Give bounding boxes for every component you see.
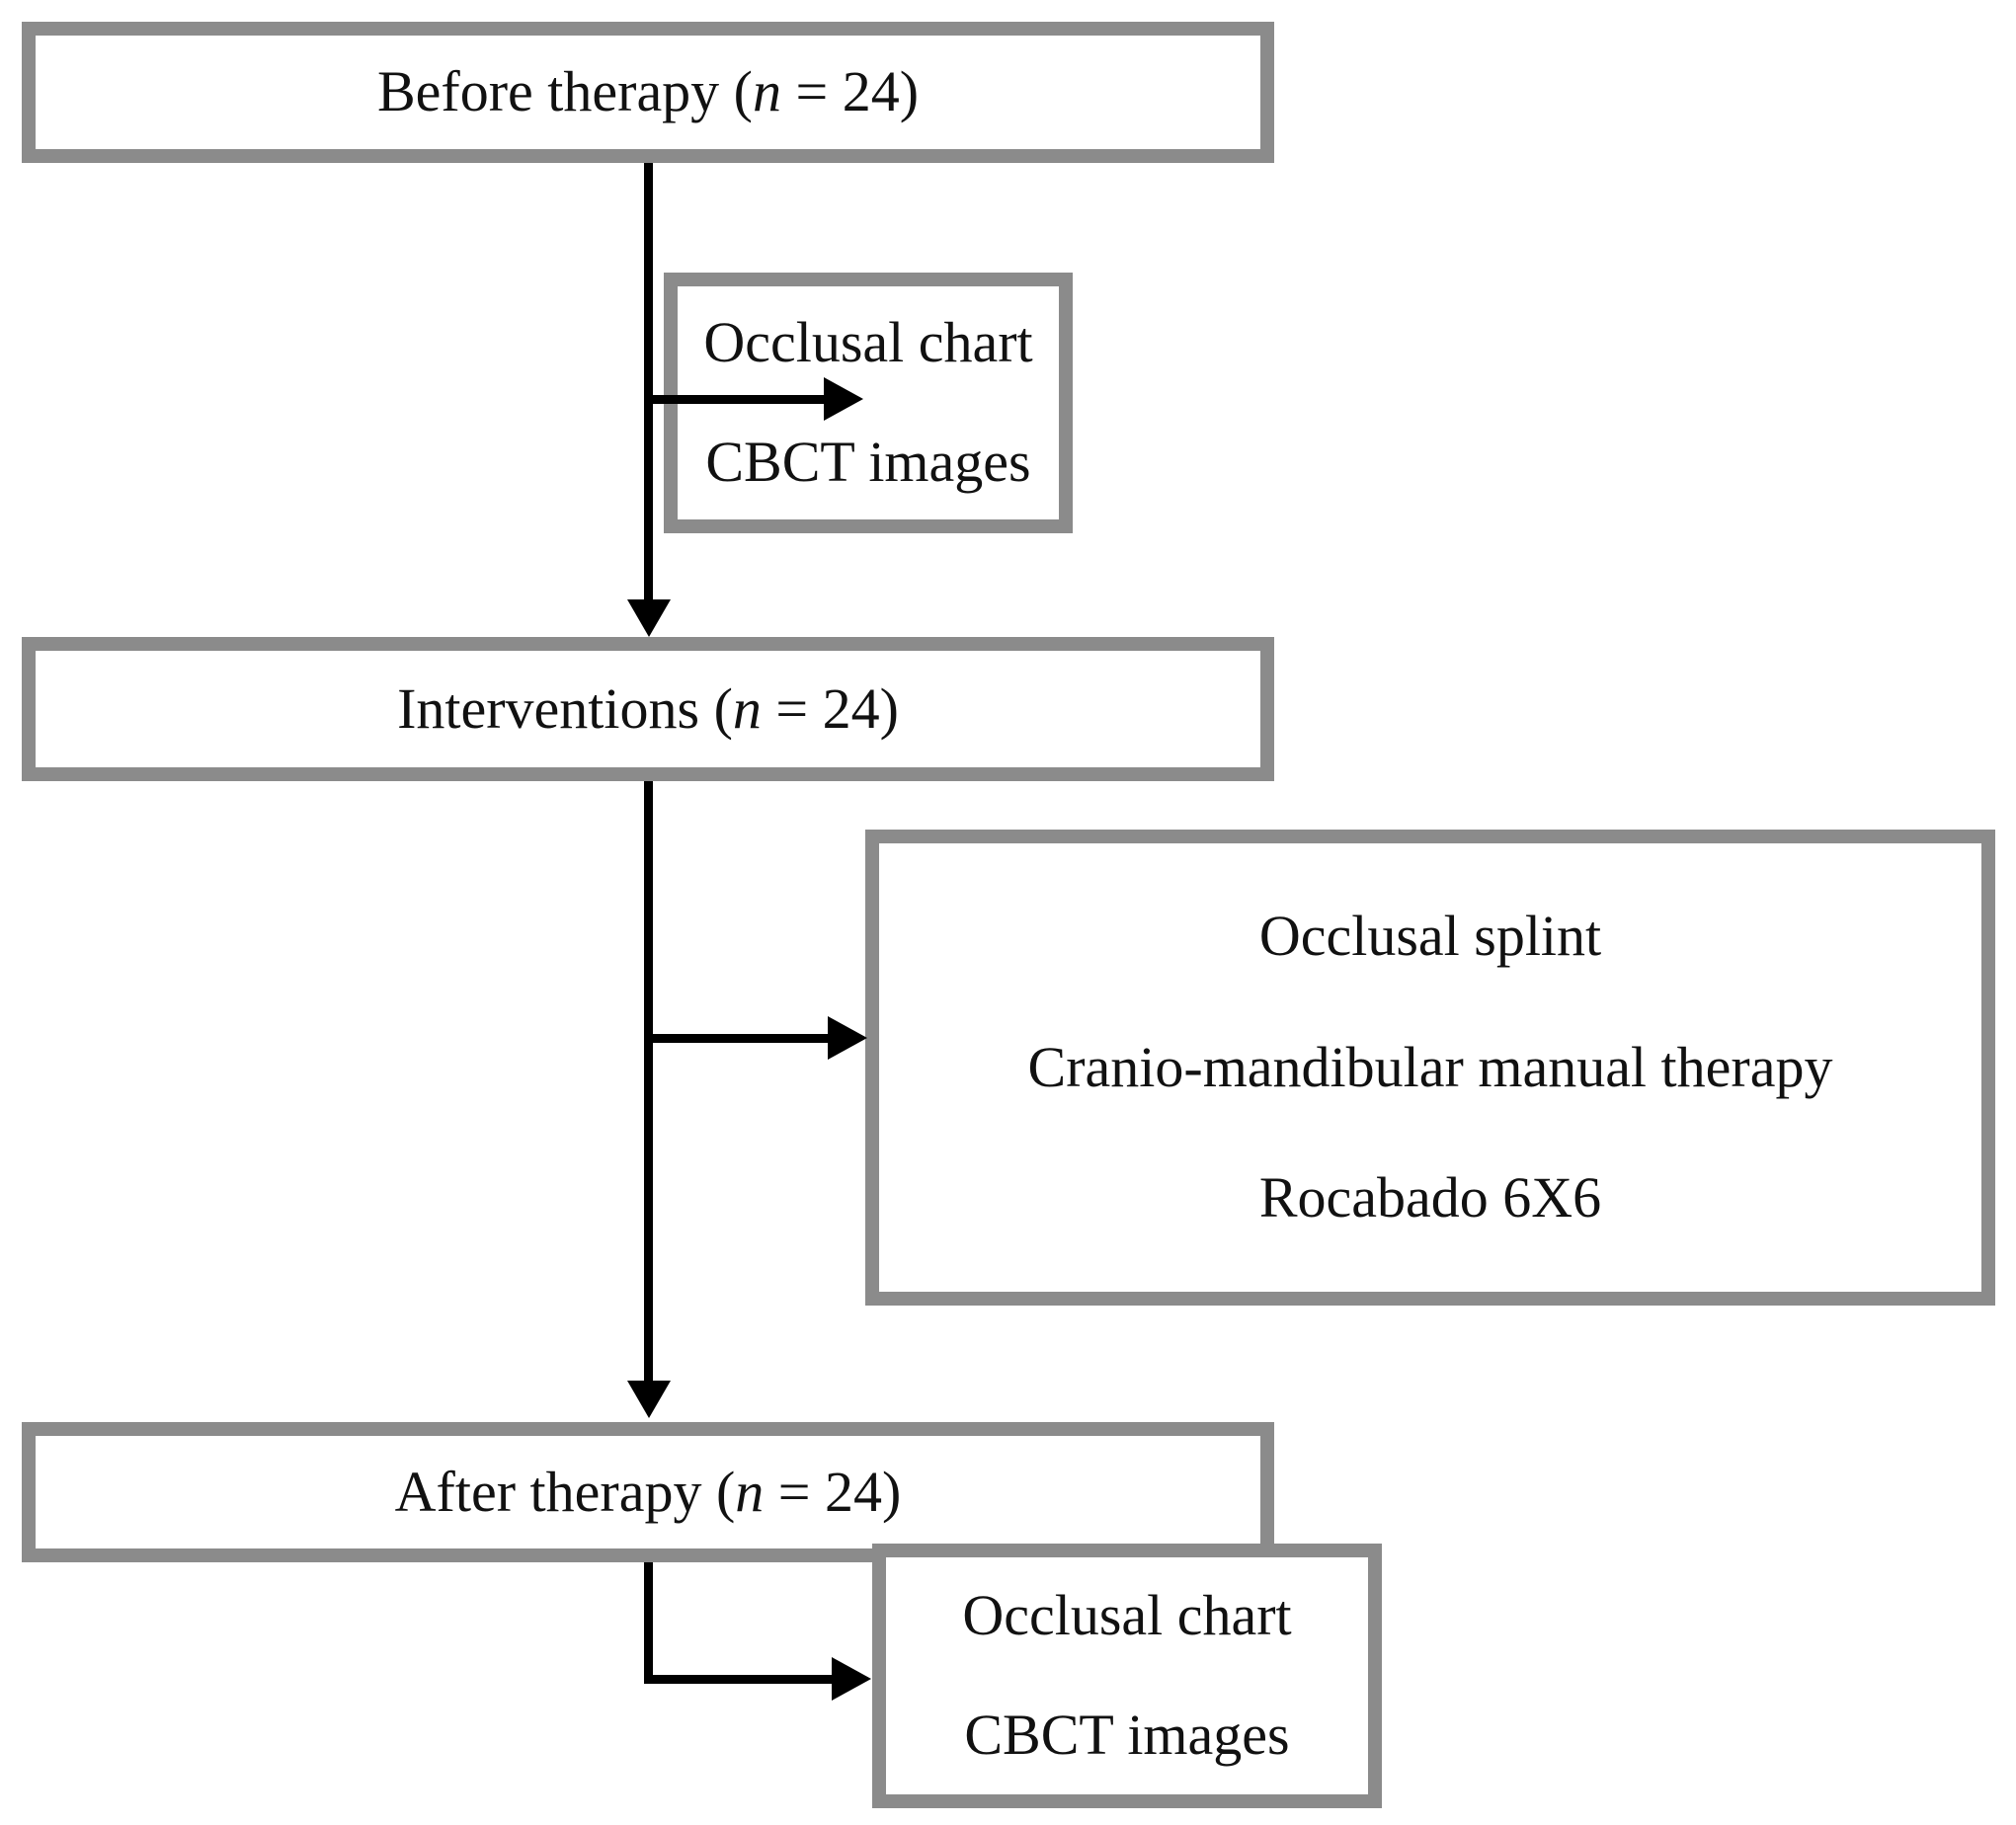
- connector-interventions-to-list-arrowhead: [828, 1016, 867, 1060]
- node-after-therapy-label: After therapy (n = 24): [36, 1459, 1260, 1524]
- interventions-suffix: = 24): [761, 675, 899, 741]
- intervention-list-line-2: Cranio-mandibular manual therapy: [1027, 1034, 1833, 1099]
- interventions-italic-n: n: [732, 675, 762, 741]
- connector-interventions-to-after-stem: [644, 781, 653, 1386]
- connector-after-to-assessments-stem-vertical: [644, 1562, 653, 1679]
- node-interventions: Interventions (n = 24): [22, 637, 1274, 781]
- before-therapy-suffix: = 24): [781, 59, 920, 124]
- connector-interventions-to-list-stem: [648, 1034, 830, 1043]
- node-before-therapy: Before therapy (n = 24): [22, 22, 1274, 163]
- connector-before-to-assessments-arrowhead: [824, 377, 863, 421]
- node-intervention-list: Occlusal splint Cranio-mandibular manual…: [865, 830, 1995, 1306]
- connector-after-to-assessments-arrowhead: [832, 1657, 871, 1701]
- node-before-therapy-label: Before therapy (n = 24): [36, 59, 1260, 124]
- after-therapy-suffix: = 24): [764, 1459, 902, 1524]
- before-therapy-italic-n: n: [753, 59, 781, 124]
- before-assessments-line-2: CBCT images: [705, 430, 1031, 494]
- node-after-therapy: After therapy (n = 24): [22, 1422, 1274, 1562]
- connector-interventions-to-after-arrowhead: [627, 1381, 671, 1418]
- before-assessments-line-1: Occlusal chart: [703, 310, 1033, 375]
- connector-after-to-assessments-stem-horizontal: [644, 1675, 834, 1684]
- node-after-assessments: Occlusal chart CBCT images: [872, 1544, 1382, 1808]
- after-assessments-line-1: Occlusal chart: [962, 1583, 1292, 1648]
- intervention-list-line-3: Rocabado 6X6: [1258, 1165, 1602, 1230]
- connector-before-to-interventions-stem: [644, 163, 653, 605]
- node-before-assessments: Occlusal chart CBCT images: [664, 273, 1073, 533]
- connector-before-to-interventions-arrowhead: [627, 599, 671, 637]
- interventions-prefix: Interventions (: [397, 675, 733, 741]
- node-interventions-label: Interventions (n = 24): [36, 675, 1260, 741]
- after-therapy-prefix: After therapy (: [394, 1459, 736, 1524]
- before-therapy-prefix: Before therapy (: [376, 59, 753, 124]
- after-assessments-line-2: CBCT images: [964, 1703, 1290, 1767]
- intervention-list-line-1: Occlusal splint: [1258, 903, 1602, 968]
- after-therapy-italic-n: n: [735, 1459, 765, 1524]
- connector-before-to-assessments-stem: [648, 395, 826, 404]
